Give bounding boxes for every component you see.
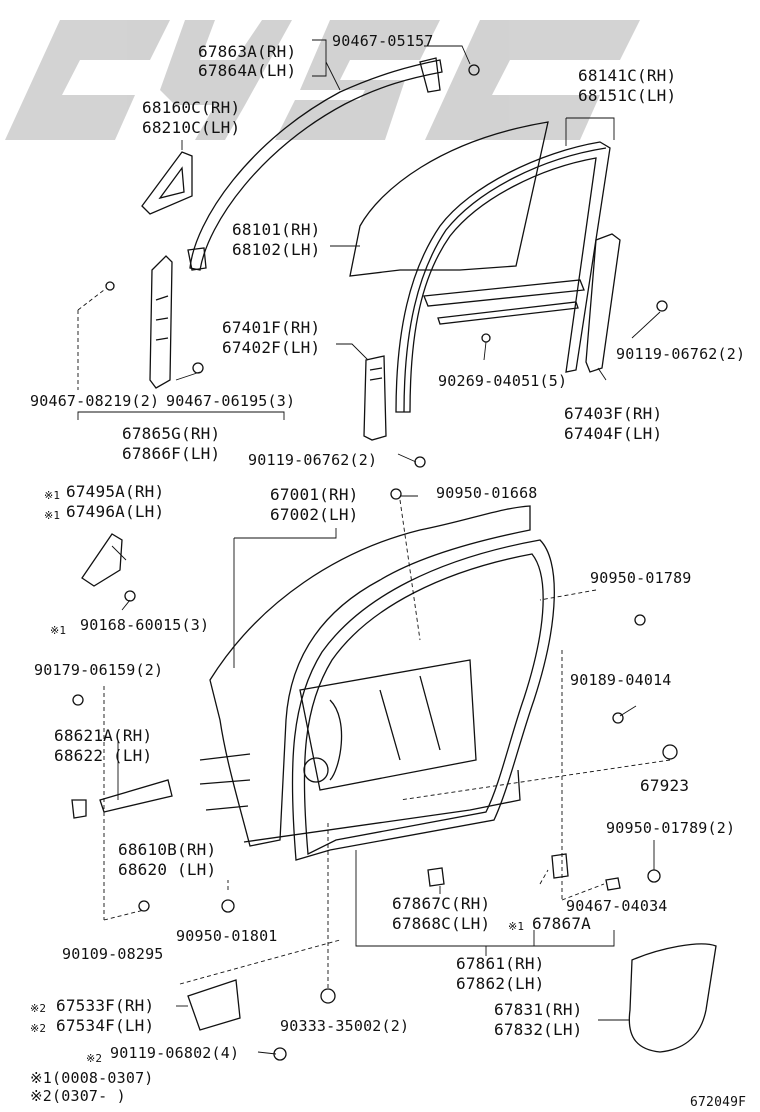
sheet-shape	[628, 943, 717, 1053]
label-seal-clip-a: 67867A	[532, 914, 591, 933]
channel-rear-shape	[585, 233, 621, 373]
label-channel-rear-lh: 67404F(LH)	[564, 424, 663, 443]
label-bolt-pad: 90119-06802(4)	[110, 1044, 240, 1062]
label-corner-piece-lh: 68210C(LH)	[142, 118, 241, 137]
label-pad-mark: ※2	[30, 1002, 47, 1015]
label-door-check-lh: 68620 (LH)	[118, 860, 217, 879]
label-corner-piece-rh: 68160C(RH)	[142, 98, 241, 117]
label-frame-moulding-rh: 67865G(RH)	[122, 424, 221, 443]
label-weatherstrip-lh: 67862(LH)	[456, 974, 545, 993]
label-sheet-lh: 67832(LH)	[494, 1020, 583, 1039]
label-channel-front-rh: 67401F(RH)	[222, 318, 321, 337]
label-channel-front-lh: 67402F(LH)	[222, 338, 321, 357]
label-pad-lh: 67534F(LH)	[56, 1016, 155, 1035]
label-check-rh: 68621A(RH)	[54, 726, 153, 745]
label-cover-mark1: ※1	[44, 489, 61, 502]
label-clips-left2: 90467-06195(3)	[166, 392, 296, 410]
label-upper-moulding-lh: 67864A(LH)	[198, 61, 297, 80]
weatherstrip-shape	[291, 539, 555, 861]
label-glass-run-rh: 68141C(RH)	[578, 66, 677, 85]
label-cover-lh: 67496A(LH)	[66, 502, 165, 521]
label-plug-right: 90950-01789	[590, 569, 692, 587]
label-screw-cover-mark: ※1	[50, 624, 67, 637]
label-nut-right: 90189-04014	[570, 671, 672, 689]
label-weatherstrip-rh: 67861(RH)	[456, 954, 545, 973]
label-bolt-bottom: 90109-08295	[62, 945, 164, 963]
label-glass-rh: 68101(RH)	[232, 220, 321, 239]
label-clip-mid: 90269-04051(5)	[438, 372, 568, 390]
footnote-2: ※2(0307- )	[30, 1087, 126, 1105]
label-check-lh: 68622 (LH)	[54, 746, 153, 765]
pad-shape	[187, 979, 241, 1031]
upper-moulding-shape	[189, 59, 443, 271]
label-cover-rh: 67495A(RH)	[66, 482, 165, 501]
label-frame-moulding-lh: 67866F(LH)	[122, 444, 221, 463]
label-channel-rear-rh: 67403F(RH)	[564, 404, 663, 423]
label-plug-big: 67923	[640, 776, 690, 795]
label-plug-lower-right: 90950-01789(2)	[606, 819, 736, 837]
label-plug-bottom: 90950-01801	[176, 927, 278, 945]
label-glass-lh: 68102(LH)	[232, 240, 321, 259]
label-bolt-left: 90119-06762(2)	[248, 451, 378, 469]
label-door-check-rh: 68610B(RH)	[118, 840, 217, 859]
label-seal-clip-lh: 67868C(LH)	[392, 914, 491, 933]
glass-shape	[349, 121, 549, 277]
label-seal-clip-rh: 67867C(RH)	[392, 894, 491, 913]
label-door-panel-lh: 67002(LH)	[270, 505, 359, 524]
label-cover-mark2: ※1	[44, 509, 61, 522]
label-plug-last: 90333-35002(2)	[280, 1017, 410, 1035]
door-check-shape	[99, 779, 173, 813]
label-screw-top: 90467-05157	[332, 32, 434, 50]
label-glass-run-lh: 68151C(LH)	[578, 86, 677, 105]
label-bolt-check: 90179-06159(2)	[34, 661, 164, 679]
glass-run-shape	[395, 141, 611, 413]
label-pad-mark2: ※2	[30, 1022, 47, 1035]
label-seal-clip-mark: ※1	[508, 920, 525, 933]
label-bolt-pad-mark: ※2	[86, 1052, 103, 1065]
label-clips-left: 90467-08219(2)	[30, 392, 160, 410]
label-upper-moulding-rh: 67863A(RH)	[198, 42, 297, 61]
corner-piece-shape	[141, 151, 193, 215]
figure-code: 672049F	[690, 1095, 747, 1110]
cover-piece-shape	[81, 533, 123, 587]
label-sheet-rh: 67831(RH)	[494, 1000, 583, 1019]
label-bolt-right: 90119-06762(2)	[616, 345, 746, 363]
frame-moulding-shape	[149, 255, 173, 389]
label-screw-cover: 90168-60015(3)	[80, 616, 210, 634]
door-panel-shape	[209, 505, 531, 847]
label-plug-top: 90950-01668	[436, 484, 538, 502]
channel-front-shape	[363, 355, 387, 441]
label-pad-rh: 67533F(RH)	[56, 996, 155, 1015]
footnote-1: ※1(0008-0307)	[30, 1069, 154, 1087]
label-screw-lower: 90467-04034	[566, 897, 668, 915]
label-door-panel-rh: 67001(RH)	[270, 485, 359, 504]
check-shape	[71, 799, 87, 819]
